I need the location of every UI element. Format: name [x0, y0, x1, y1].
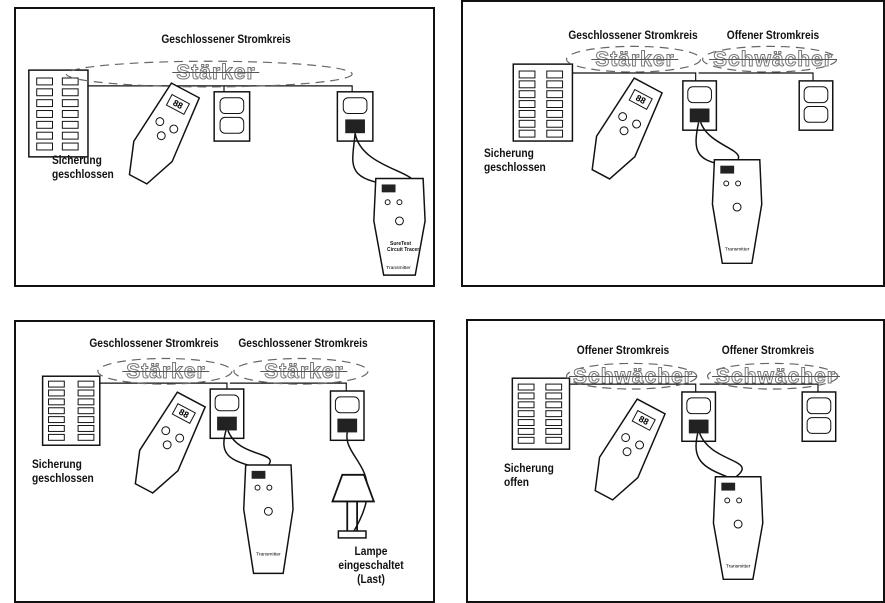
breaker-label: Sicherung geschlossen — [32, 457, 94, 485]
breaker-label-line2: geschlossen — [52, 167, 114, 181]
strength-label: Schwächer — [569, 365, 697, 389]
transmitter-icon: Transmitter — [711, 159, 763, 265]
breaker-panel-icon — [512, 63, 574, 142]
lamp-label-line2: eingeschaltet — [338, 558, 404, 572]
circuit-label: Offener Stromkreis — [726, 28, 820, 42]
transmitter-icon: Transmitter — [242, 464, 294, 575]
circuit-label: Geschlossener Stromkreis — [568, 28, 698, 42]
lamp-label-line3: (Last) — [357, 572, 385, 586]
circuit-ellipse — [65, 60, 353, 88]
breaker-label: Sicherung geschlossen — [484, 146, 546, 174]
circuit-label: Offener Stromkreis — [721, 343, 815, 357]
lamp-label: Lampe eingeschaltet (Last) — [338, 544, 403, 586]
circuit-label: Offener Stromkreis — [576, 343, 670, 357]
receiver-tracer-icon: 88 — [594, 398, 667, 501]
breaker-label-line2: geschlossen — [32, 471, 94, 485]
outlet-icon — [798, 80, 834, 131]
circuit-ellipse — [565, 45, 702, 73]
wire-strike — [260, 371, 348, 372]
outlet-with-transmitter-icon — [682, 80, 718, 131]
breaker-panel-icon — [28, 69, 89, 158]
strength-label: Schwächer — [712, 365, 840, 389]
breaker-label-line1: Sicherung — [52, 153, 102, 167]
strength-label: Stärker — [260, 360, 348, 384]
breaker-panel-icon — [41, 375, 101, 446]
panel-closed-circuit: 88 Transmitter Geschlossener Stromkreis … — [14, 7, 435, 287]
transmitter-caption: Transmitter — [256, 552, 281, 558]
strength-label: Stärker — [172, 61, 260, 85]
breaker-label-line1: Sicherung — [484, 146, 534, 160]
circuit-label: Geschlossener Stromkreis — [238, 336, 368, 350]
strength-label: Stärker — [122, 360, 210, 384]
wire-strike — [172, 72, 260, 73]
wire-strike — [122, 371, 210, 372]
breaker-panel-icon — [511, 377, 571, 450]
receiver-reading: 88 — [171, 98, 184, 111]
breaker-label: Sicherung offen — [504, 461, 554, 489]
circuit-label: Geschlossener Stromkreis — [89, 336, 219, 350]
breaker-label-line2: offen — [504, 475, 529, 489]
transmitter-caption: Transmitter — [726, 563, 751, 569]
breaker-label-line1: Sicherung — [32, 457, 82, 471]
lamp-icon — [331, 473, 376, 539]
panel-open-downstream: 88 Transmitter Geschlossener Stromkreis … — [461, 0, 885, 287]
wire-strike — [709, 59, 837, 60]
receiver-reading: 88 — [637, 414, 650, 427]
panel-load-circuit: 88 Transmitter Geschlossener Stromkreis … — [14, 320, 435, 603]
transmitter-brand: SureTest — [390, 241, 412, 247]
transmitter-icon: Transmitter — [712, 476, 764, 581]
outlet-with-transmitter-icon — [336, 91, 374, 142]
diagram-load-circuit: 88 Transmitter — [41, 357, 376, 575]
receiver-tracer-icon: 88 — [591, 77, 664, 180]
transmitter-icon: Transmitter — [373, 177, 426, 276]
receiver-reading: 88 — [177, 407, 190, 420]
breaker-label-line1: Sicherung — [504, 461, 554, 475]
panel-open-breaker: 88 Transmitter Offener Stromkreis Offene… — [466, 319, 885, 603]
breaker-label: Sicherung geschlossen — [52, 153, 114, 181]
strength-label: Schwächer — [709, 48, 837, 72]
outlet-with-transmitter-icon — [681, 391, 717, 443]
receiver-reading: 88 — [634, 93, 647, 106]
wire-strike — [591, 59, 679, 60]
transmitter-caption: Transmitter — [725, 246, 750, 252]
outlet-with-transmitter-icon — [209, 388, 245, 440]
lamp-label-line1: Lampe — [354, 544, 388, 558]
outlet-icon — [801, 391, 837, 443]
outlet-with-plug-icon — [329, 390, 365, 442]
diagram-open-downstream: 88 Transmitter — [512, 45, 838, 265]
circuit-label: Geschlossener Stromkreis — [161, 32, 291, 46]
diagram-open-breaker: 88 Transmitter — [511, 362, 839, 581]
transmitter-caption: Transmitter — [386, 265, 411, 271]
strength-label: Stärker — [591, 48, 679, 72]
transmitter-name: Circuit Tracer — [387, 247, 420, 253]
breaker-label-line2: geschlossen — [484, 160, 546, 174]
receiver-tracer-icon: 88 — [128, 82, 201, 185]
outlet-icon — [213, 91, 251, 142]
receiver-tracer-icon: 88 — [134, 391, 207, 494]
diagram-closed-circuit: 88 Transmitter — [28, 60, 426, 276]
wire-strike — [712, 376, 840, 377]
wire-strike — [569, 376, 697, 377]
